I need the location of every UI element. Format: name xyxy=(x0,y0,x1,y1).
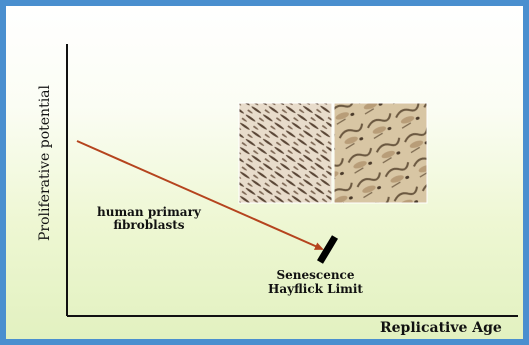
young-fibroblast-culture-image xyxy=(239,103,332,203)
cell-type-label: human primary fibroblasts xyxy=(97,206,201,232)
hayflick-limit-bar xyxy=(320,237,335,262)
cell-type-label-line2: fibroblasts xyxy=(97,219,201,232)
y-axis-label: Proliferative potential xyxy=(37,85,53,241)
senescence-label-line1: Senescence xyxy=(268,268,363,282)
senescent-fibroblast-culture-image xyxy=(334,103,427,203)
x-axis-label: Replicative Age xyxy=(380,320,502,336)
senescence-label-line2: Hayflick Limit xyxy=(268,282,363,296)
senescence-label: Senescence Hayflick Limit xyxy=(268,268,363,296)
